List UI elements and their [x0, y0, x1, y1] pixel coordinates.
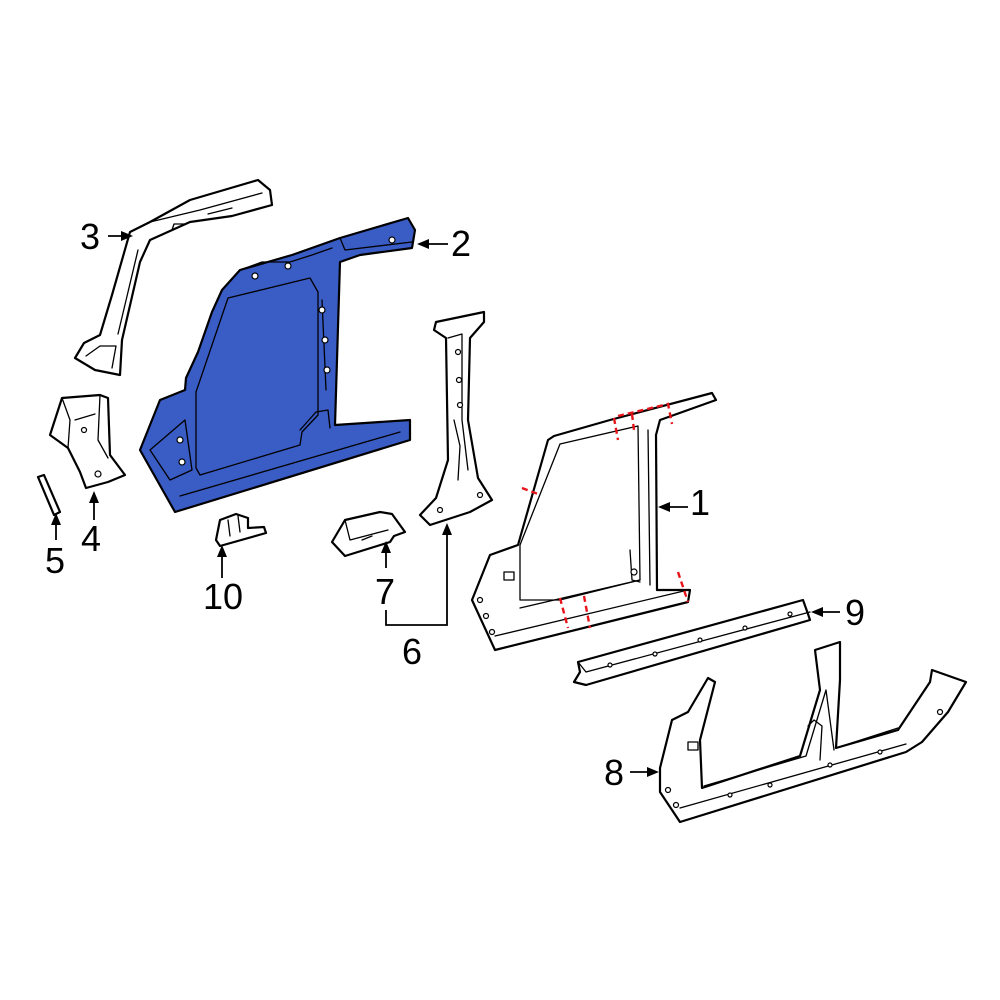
callout-9: 9 [845, 592, 865, 633]
cut-lines [521, 402, 690, 629]
callout-6: 6 [402, 631, 422, 672]
callout-5: 5 [45, 540, 65, 581]
part-2-inner-body-side[interactable] [138, 216, 417, 514]
part-3-roof-rail[interactable] [73, 178, 274, 377]
part-6-b-pillar-reinforcement[interactable] [418, 310, 494, 527]
part-8-body-side-lower[interactable] [658, 640, 968, 824]
callout-8: 8 [604, 752, 624, 793]
part-9-rocker-reinforcement[interactable] [572, 598, 812, 687]
callout-10: 10 [203, 576, 243, 617]
part-10-bracket[interactable] [214, 512, 268, 548]
callout-4: 4 [81, 518, 101, 559]
callout-7: 7 [375, 571, 395, 612]
callout-labels: 1 2 3 4 5 6 7 8 9 10 [45, 216, 865, 793]
part-1-body-side-aperture[interactable] [470, 391, 718, 652]
callout-2: 2 [451, 223, 471, 264]
callout-1: 1 [690, 482, 710, 523]
leader-lines [51, 231, 840, 777]
part-4-hinge-reinforcement[interactable] [48, 393, 127, 490]
callout-3: 3 [80, 216, 100, 257]
part-5-seal-strip[interactable] [36, 473, 62, 517]
part-7-pillar-bracket[interactable] [330, 510, 407, 558]
